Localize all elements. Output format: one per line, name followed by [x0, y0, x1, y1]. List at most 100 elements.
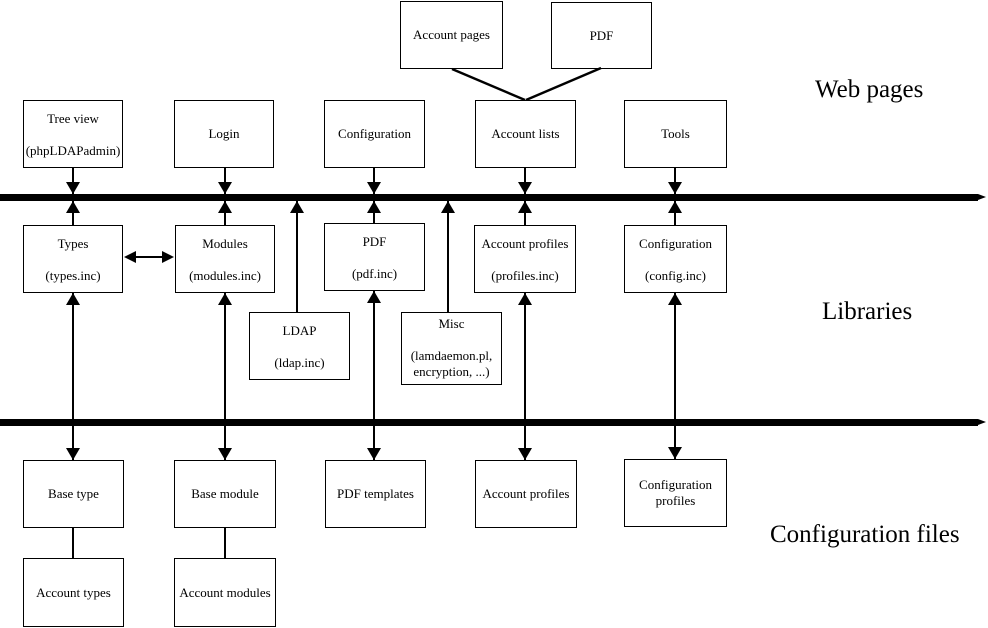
- connector-login-bar: [224, 168, 226, 194]
- box-label: Tree view: [47, 111, 99, 126]
- box-configuration-profiles: Configuration profiles: [624, 459, 727, 527]
- arrowhead-down-icon: [66, 448, 80, 460]
- label-libraries: Libraries: [822, 298, 913, 325]
- box-label: Misc: [438, 316, 465, 331]
- box-configuration-page: Configuration: [324, 100, 425, 168]
- connector-types-modules: [132, 256, 164, 258]
- arrowhead-down-icon: [367, 448, 381, 460]
- box-account-profiles-lib: Account profiles (profiles.inc): [474, 225, 576, 293]
- connector-types-basetype: [72, 293, 74, 460]
- box-tools: Tools: [624, 100, 727, 168]
- label-web-pages: Web pages: [815, 76, 924, 103]
- box-sublabel: encryption, ...): [413, 364, 490, 379]
- connector-basemodule-accountmodules: [224, 528, 226, 559]
- connector-configlib-configprofiles: [674, 293, 676, 459]
- connector-profileslib-profilesfile: [524, 293, 526, 460]
- box-label: Configuration: [338, 126, 411, 141]
- box-label: Account types: [36, 584, 111, 600]
- box-misc: Misc (lamdaemon.pl, encryption, ...): [401, 312, 502, 385]
- box-login: Login: [174, 100, 274, 168]
- box-pdf-lib: PDF (pdf.inc): [324, 223, 425, 291]
- box-label: PDF templates: [337, 486, 414, 501]
- box-label: Account profiles: [481, 236, 569, 251]
- box-base-module: Base module: [174, 460, 276, 528]
- box-pdf-page: PDF: [551, 2, 652, 69]
- connector-bar-types: [72, 201, 74, 225]
- connector-basetype-accounttypes: [72, 528, 74, 559]
- label-configuration-files: Configuration files: [770, 521, 960, 548]
- connector-bar-profileslib: [524, 201, 526, 225]
- box-sublabel: (lamdaemon.pl,: [410, 348, 493, 363]
- box-label: Account modules: [179, 584, 271, 600]
- box-label: Login: [208, 126, 240, 141]
- box-label: Types: [57, 236, 89, 251]
- arrowhead-down-icon: [518, 182, 532, 194]
- box-account-types: Account types: [23, 558, 124, 627]
- box-tree-view: Tree view (phpLDAPadmin): [23, 100, 123, 168]
- arrowhead-down-icon: [518, 448, 532, 460]
- arrowhead-down-icon: [218, 182, 232, 194]
- connector-bar-configlib: [674, 201, 676, 225]
- box-label: Account pages: [413, 27, 490, 42]
- box-label: Modules: [202, 236, 248, 251]
- box-label: Configuration: [639, 236, 712, 251]
- arrowhead-up-icon: [367, 201, 381, 213]
- box-account-modules: Account modules: [174, 558, 276, 627]
- arrowhead-up-icon: [441, 201, 455, 213]
- box-label: Configuration: [639, 477, 712, 492]
- box-sublabel: (modules.inc): [189, 268, 261, 283]
- box-account-profiles-file: Account profiles: [475, 460, 577, 528]
- box-modules: Modules (modules.inc): [175, 225, 275, 293]
- bar-web-libraries: [0, 194, 978, 201]
- connector-bar-misc: [447, 201, 449, 312]
- box-label: Base module: [191, 486, 259, 501]
- arrowhead-down-icon: [218, 448, 232, 460]
- arrowhead-down-icon: [668, 182, 682, 194]
- arrowhead-up-icon: [218, 293, 232, 305]
- box-base-type: Base type: [23, 460, 124, 528]
- box-pdf-templates: PDF templates: [325, 460, 426, 528]
- connector-treeview-bar: [72, 168, 74, 194]
- arrowhead-up-icon: [66, 201, 80, 213]
- connector-accountlists-bar: [524, 168, 526, 194]
- connector-pdflib-pdftemplates: [373, 291, 375, 460]
- box-label: PDF: [362, 234, 387, 249]
- arrowhead-up-icon: [218, 201, 232, 213]
- bar-libraries-configfiles-tip: [978, 419, 986, 425]
- connector-configpage-bar: [373, 168, 375, 194]
- bar-libraries-configfiles: [0, 419, 978, 426]
- box-account-lists: Account lists: [475, 100, 576, 168]
- arrowhead-right-icon: [162, 251, 174, 263]
- box-label: Account lists: [491, 126, 560, 141]
- arrowhead-up-icon: [668, 201, 682, 213]
- box-sublabel: (profiles.inc): [491, 268, 559, 283]
- arrowhead-up-icon: [66, 293, 80, 305]
- box-sublabel: profiles: [655, 493, 696, 508]
- connector-bar-ldap: [296, 201, 298, 312]
- box-configuration-lib: Configuration (config.inc): [624, 225, 727, 293]
- box-label: LDAP: [282, 323, 317, 338]
- arrowhead-up-icon: [367, 291, 381, 303]
- connector-bar-modules: [224, 201, 226, 225]
- box-sublabel: (types.inc): [45, 268, 101, 283]
- arrowhead-up-icon: [518, 201, 532, 213]
- arrowhead-down-icon: [668, 447, 682, 459]
- connector-modules-basemodule: [224, 293, 226, 460]
- arrowhead-up-icon: [290, 201, 304, 213]
- box-account-pages: Account pages: [400, 1, 503, 69]
- box-ldap: LDAP (ldap.inc): [249, 312, 350, 380]
- box-label: Base type: [48, 486, 99, 501]
- box-sublabel: (pdf.inc): [351, 266, 398, 281]
- box-types: Types (types.inc): [23, 225, 123, 293]
- arrowhead-up-icon: [518, 293, 532, 305]
- bar-web-libraries-tip: [978, 194, 986, 200]
- arrowhead-up-icon: [668, 293, 682, 305]
- box-sublabel: (ldap.inc): [274, 355, 325, 370]
- box-label: Account profiles: [482, 486, 570, 501]
- arrowhead-left-icon: [124, 251, 136, 263]
- box-label: PDF: [589, 27, 614, 43]
- arrowhead-down-icon: [367, 182, 381, 194]
- connector-tools-bar: [674, 168, 676, 194]
- box-label: Tools: [661, 126, 690, 141]
